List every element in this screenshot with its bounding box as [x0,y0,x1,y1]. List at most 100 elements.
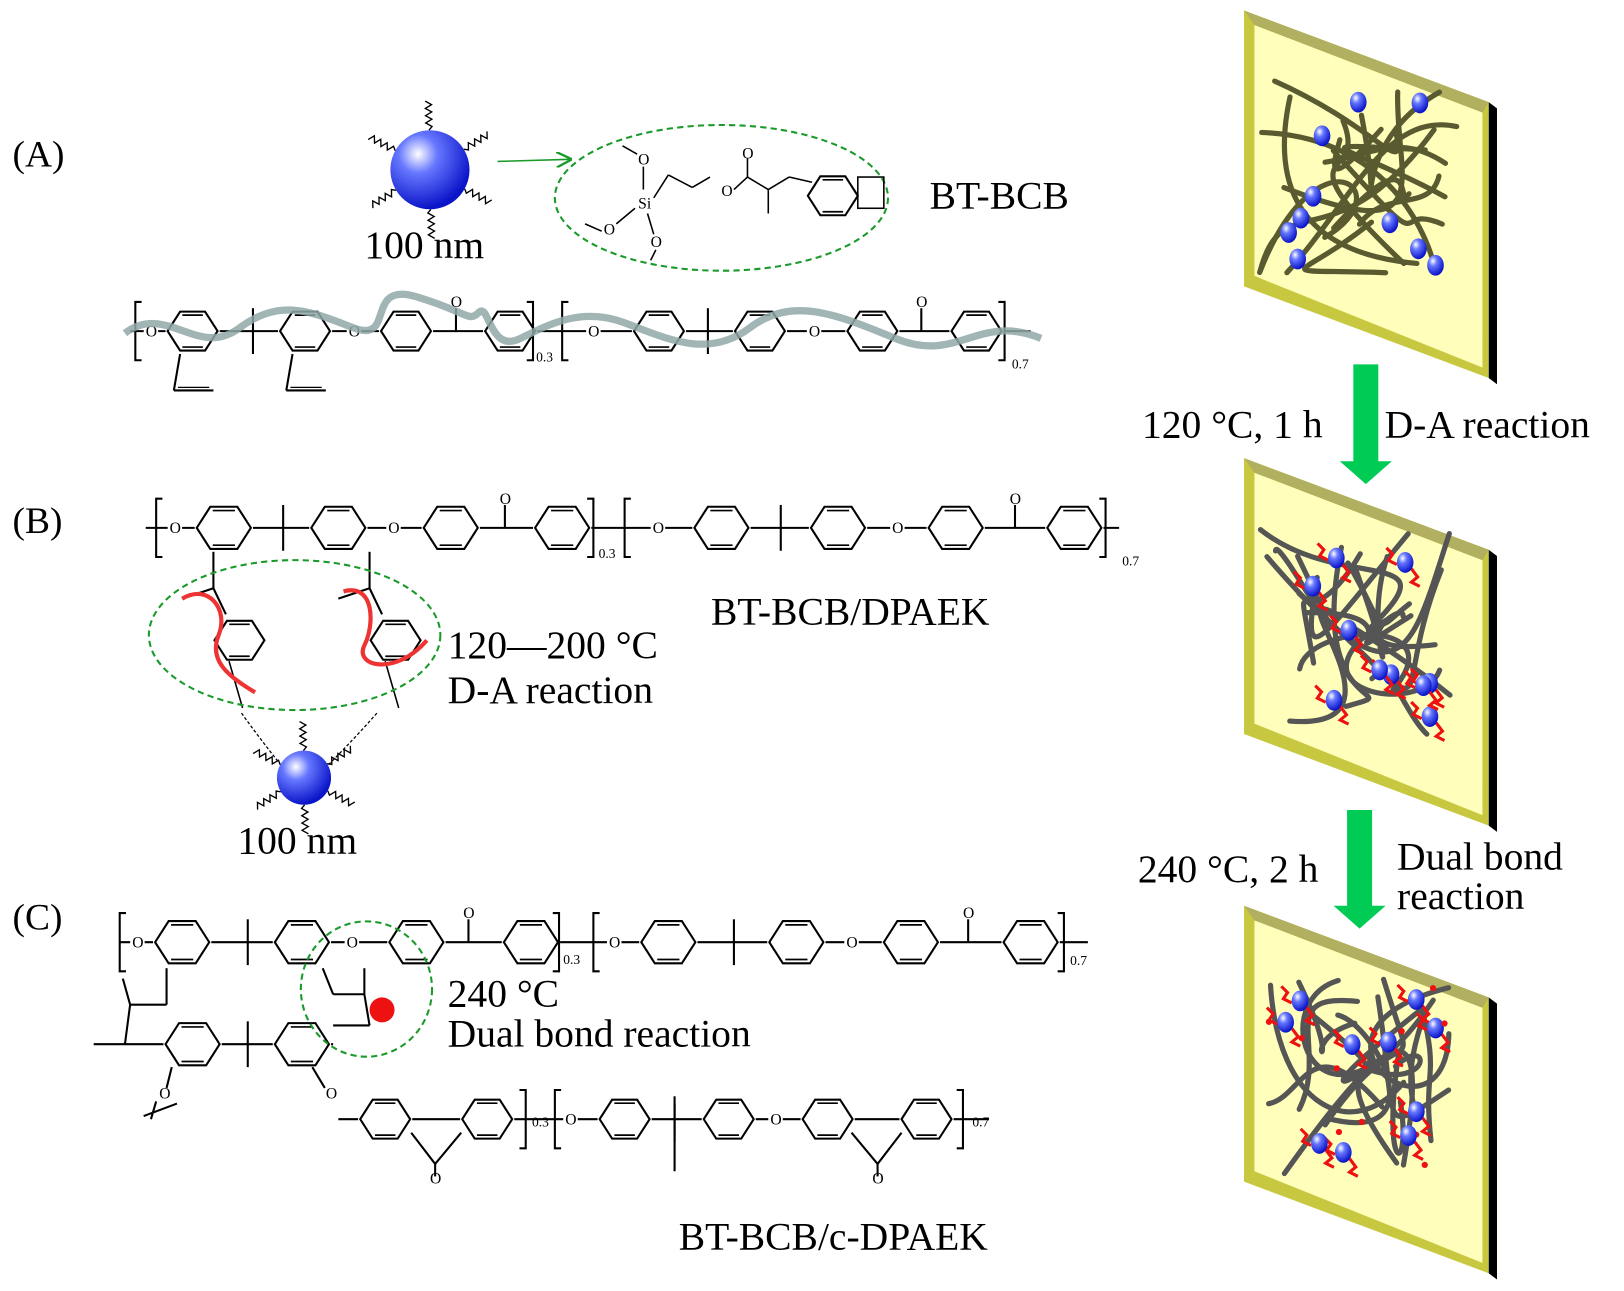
benzene-ring [273,920,331,965]
polymer-chain [1330,147,1445,227]
benzene-ring [1046,505,1103,551]
product-b-name: BT-BCB/DPAEK [711,590,990,634]
o-bg [167,520,183,536]
subscript-c4: 0.7 [972,1114,989,1129]
process-arrow [1333,809,1386,929]
step2-reaction-line2: reaction [1397,874,1525,918]
bond [123,1004,132,1045]
bond [850,1132,879,1165]
bond [622,145,638,155]
benzene-ring [768,920,825,965]
ligand-chain [426,208,436,239]
benzene-ring [310,505,367,551]
repeat-bracket [155,497,163,559]
ligand-chain [241,712,282,766]
nanoparticle [1407,989,1425,1010]
ligand-chain [252,748,281,766]
ring-bg [800,1094,855,1145]
o-bg [768,1111,783,1127]
crosslink-squiggle [1265,1006,1301,1048]
temp-c: 240 °C [448,972,559,1016]
o-bg [130,934,145,950]
crosslink-dot [1335,1128,1343,1136]
dual-bond-highlight-ellipse [299,920,434,1058]
atom-label: O [132,934,143,951]
ring-bg [309,500,368,555]
ligand-chain [326,745,352,766]
crosslink-squiggle [1388,1119,1424,1161]
atom-label: O [721,183,732,200]
nanoparticle [1407,1101,1425,1123]
benzene-ring [640,920,697,965]
polymer-chain [1257,527,1404,632]
atom-label: O [146,323,157,340]
nanoparticle [1427,1017,1444,1039]
polymer-chain [1281,94,1420,267]
product-c-name: BT-BCB/c-DPAEK [679,1214,989,1258]
polymer-chain [1356,173,1442,227]
bond [584,223,603,232]
crosslink-squiggle [1385,546,1421,588]
polymer-chain [1368,985,1452,1089]
bond [667,174,693,189]
ring-bg [163,1017,222,1072]
benzene-ring [693,505,750,551]
benzene-ring [632,310,686,352]
repeat-bracket [134,300,142,362]
process-arrow [1339,364,1392,485]
polymer-chain [1300,551,1363,666]
crosslink-squiggle [1332,1028,1368,1070]
benzene-ring [900,1098,953,1140]
nanoparticle [1280,222,1297,243]
repeat-bracket [623,497,631,559]
atom-label: O [451,294,462,311]
ligand-chain [424,100,434,131]
nanoparticle [1380,1031,1397,1053]
nanoparticle [1349,91,1367,113]
o-bg [344,934,360,950]
benzene-ring [273,1022,331,1067]
crosslink-point [369,997,395,1023]
particle-size-b: 100 nm [237,819,357,863]
crosslink-squiggle [1403,669,1439,711]
subscript-b1: 0.3 [599,546,616,561]
atom-label: O [588,323,599,340]
ligand-highlight-ellipse [553,123,890,272]
ring-bg [194,500,253,555]
benzene-ring [927,505,984,551]
crosslink-dot [1421,1161,1428,1169]
nanoparticle [1400,1125,1417,1146]
crosslink-squiggle [1329,614,1365,656]
ring-bg [692,500,751,555]
benzene-ring [733,310,787,352]
nanoparticle [1311,1132,1328,1154]
ligand-chain [327,790,356,807]
bond [368,587,383,615]
benzene-ring [358,1098,412,1140]
film-top-bevel [1244,458,1489,561]
crosslink-squiggle [1410,700,1446,742]
bond [649,249,657,261]
composite-film-illustrations [1244,10,1497,1280]
repeat-bracket [592,912,600,973]
repeat-bracket [1099,497,1107,559]
ring-bg [701,1094,756,1145]
bond [338,587,370,600]
atom-label: O [565,1111,576,1128]
bond [363,994,371,1026]
bond [646,213,655,235]
benzene-ring [801,1098,854,1140]
nanoparticle [1289,248,1307,270]
bond [691,176,711,189]
polymer-chain [1302,219,1389,276]
ring-bg [460,1094,515,1145]
atom-label: O [638,152,649,169]
o-bg [890,520,905,536]
benzene-ring [422,505,480,551]
bond [767,176,790,191]
polymer-chain [1257,127,1437,274]
nanoparticle [1427,254,1444,276]
bond [876,1132,903,1165]
polymer-chain [1331,544,1372,709]
crosslink-squiggle [1280,985,1316,1027]
